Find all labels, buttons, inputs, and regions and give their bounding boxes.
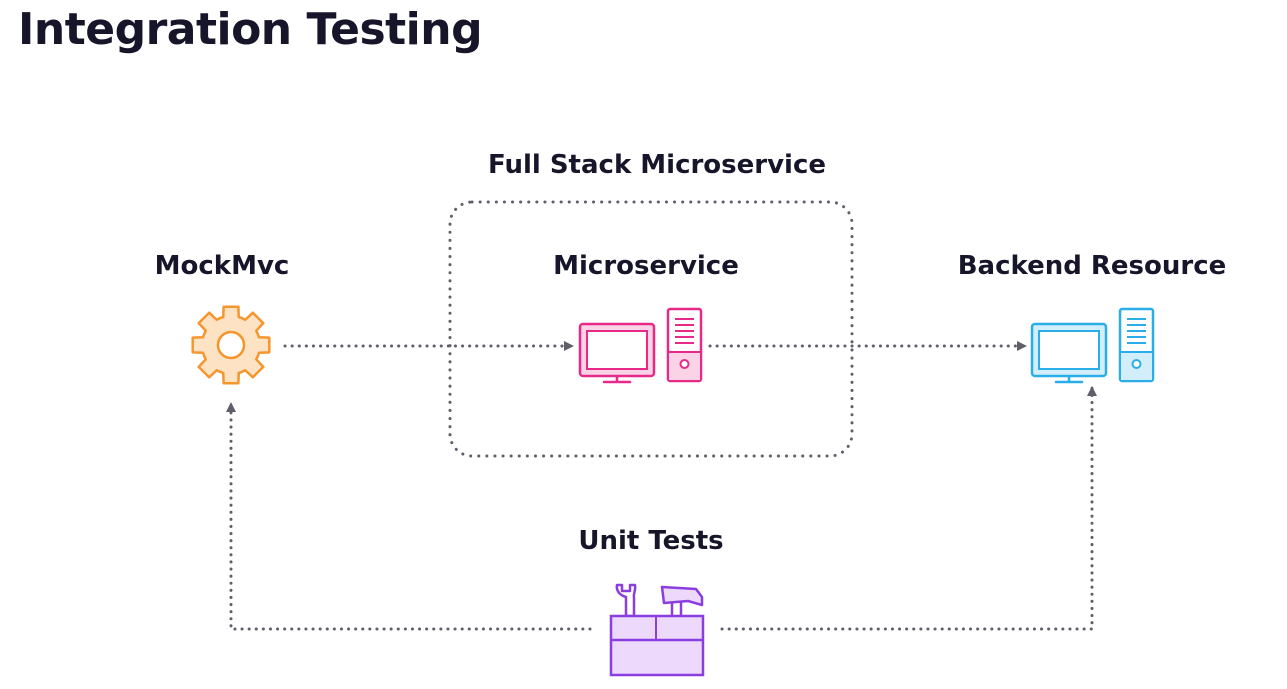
server-tower-icon: [1118, 307, 1155, 383]
toolbox-icon: [609, 583, 705, 677]
node-label-microservice: Microservice: [553, 251, 739, 281]
monitor-icon: [1030, 322, 1108, 384]
node-label-backend-resource: Backend Resource: [957, 251, 1227, 281]
edge-unit-tests-to-mockmvc: [226, 402, 592, 631]
page-title: Integration Testing: [18, 4, 483, 55]
gear-icon: [191, 305, 271, 385]
monitor-icon: [578, 322, 656, 384]
computer-server-icon: [578, 307, 703, 384]
server-tower-icon: [666, 307, 703, 383]
computer-server-icon: [1030, 307, 1155, 384]
edge-unit-tests-to-backend: [720, 386, 1097, 631]
wrench-icon: [615, 583, 637, 618]
node-label-mockmvc: MockMvc: [154, 251, 290, 281]
group-label-full-stack-microservice: Full Stack Microservice: [487, 150, 827, 180]
node-label-unit-tests: Unit Tests: [578, 526, 724, 556]
group-container-full-stack-microservice: [448, 200, 854, 458]
